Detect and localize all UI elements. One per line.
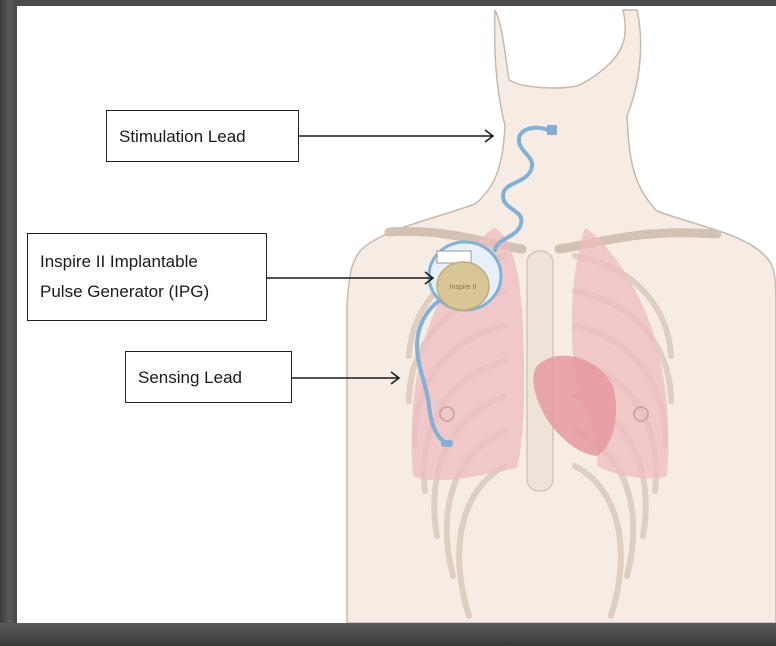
stimulation-cuff <box>547 125 557 135</box>
diagram-panel: Inspire II Stimulation Lead Inspire II I… <box>17 6 776 623</box>
sensing-lead-tip <box>441 440 453 447</box>
sensing-lead-label-text: Sensing Lead <box>138 366 242 389</box>
slide-bottom-edge <box>0 623 776 646</box>
ipg-device-text: Inspire II <box>450 284 477 291</box>
body-silhouette <box>347 10 776 623</box>
ipg-device: Inspire II <box>429 242 501 310</box>
sensing-lead-label: Sensing Lead <box>125 351 292 403</box>
stimulation-lead-label-text: Stimulation Lead <box>119 125 246 148</box>
ipg-label-text: Inspire II Implantable Pulse Generator (… <box>40 247 209 307</box>
stimulation-lead-label: Stimulation Lead <box>106 110 299 162</box>
ipg-label: Inspire II Implantable Pulse Generator (… <box>27 233 267 321</box>
